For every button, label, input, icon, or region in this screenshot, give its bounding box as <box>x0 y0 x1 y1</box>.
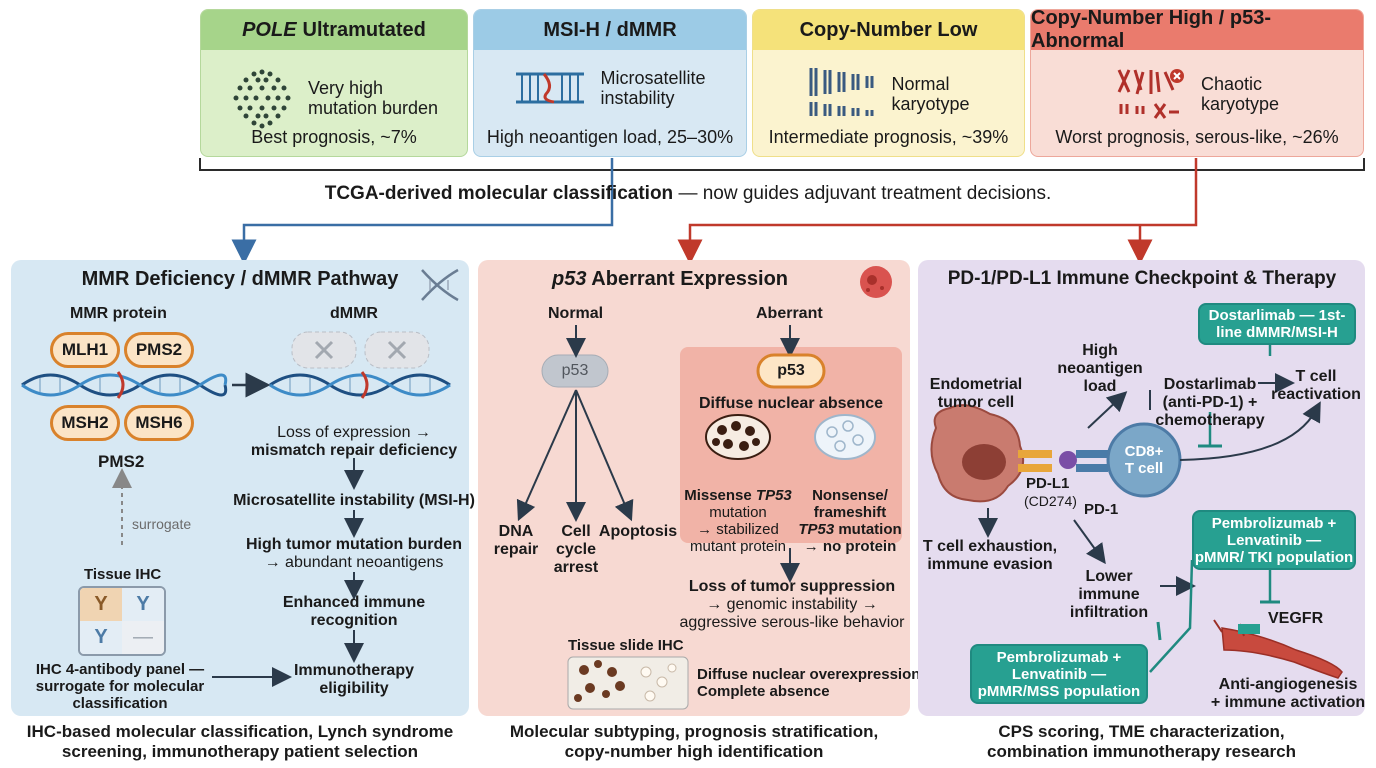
antibody-icon: Y <box>122 588 164 621</box>
lower-infiltration-label: Lower immune infiltration <box>1069 568 1149 621</box>
subtype-icon-text: Chaotic karyotype <box>1200 74 1280 114</box>
subtype-icon-text: Microsatellite instability <box>600 68 706 108</box>
loss-expression: Loss of expression → mismatch repair def… <box>250 424 458 459</box>
p53-aberrant-pill: p53 <box>777 362 805 379</box>
p53-footer: Molecular subtyping, prognosis stratific… <box>509 722 879 761</box>
immune-recognition: Enhanced immune recognition <box>282 594 426 629</box>
subtype-foot: High neoantigen load, 25–30% <box>486 127 734 147</box>
dna-ladder-icon <box>516 72 585 104</box>
subtype-title: POLE Ultramutated <box>201 10 467 50</box>
subtype-icon-text: Very high mutation burden <box>307 78 439 118</box>
high-neoantigen-label: High neoantigen load <box>1057 342 1143 395</box>
subtype-foot: Best prognosis, ~7% <box>251 127 417 147</box>
mmr-panel-title: MMR Deficiency / dMMR Pathway <box>81 268 399 290</box>
subtype-foot: Intermediate prognosis, ~39% <box>768 127 1009 147</box>
nonsense-text: Nonsense/ frameshift TP53 mutation → no … <box>798 487 902 555</box>
msi-text: Microsatellite instability (MSI-H) <box>233 492 475 509</box>
dostarlimab-first-line-box: Dostarlimab — 1st- line dMMR/MSI-H <box>1198 303 1356 345</box>
subtype-card-cnl: Copy-Number Low Normal karyotype Interme… <box>752 9 1025 157</box>
protein-msh6: MSH6 <box>124 405 194 441</box>
pdl1-label: PD-L1 <box>1026 475 1070 492</box>
subtype-foot: Worst prognosis, serous-like, ~26% <box>1055 127 1339 147</box>
antibody-negative-icon: — <box>122 621 164 654</box>
pd1-footer: CPS scoring, TME characterization, combi… <box>987 722 1296 761</box>
anti-angiogenesis-label: Anti-angiogenesis + immune activation <box>1210 676 1366 711</box>
karyotype-chaotic-icon <box>1117 69 1184 119</box>
p53-normal-pill: p53 <box>561 362 589 379</box>
outcome-apoptosis: Apoptosis <box>598 523 678 540</box>
p53-panel-title: p53 Aberrant Expression <box>551 268 789 290</box>
subtype-card-msi: MSI-H / dMMR Microsatellite instability … <box>473 9 747 157</box>
outcome-dna-repair: DNA repair <box>493 523 539 558</box>
subtype-card-cnh: Copy-Number High / p53-Abnormal Chaotic … <box>1030 9 1364 157</box>
slide-text: Diffuse nuclear overexpression Complete … <box>697 666 921 700</box>
tissue-ihc-label: Tissue IHC <box>84 566 162 583</box>
reactivation-label: T cell reactivation <box>1271 368 1361 403</box>
tissue-slide-label: Tissue slide IHC <box>568 637 684 654</box>
subtype-title: MSI-H / dMMR <box>474 10 746 50</box>
aberrant-label: Aberrant <box>756 305 823 322</box>
combo-therapy-label: Dostarlimab (anti-PD-1) + chemotherapy <box>1155 376 1265 429</box>
protein-mlh1: MLH1 <box>50 332 120 368</box>
tmb-text: High tumor mutation burden → abundant ne… <box>246 536 462 571</box>
protein-pms2: PMS2 <box>124 332 194 368</box>
cd8-t-cell-label: CD8+ T cell <box>1124 443 1164 477</box>
subtype-icon-text: Normal karyotype <box>891 74 970 114</box>
outcome-cell-cycle: Cell cycle arrest <box>553 523 599 576</box>
dmmr-label: dMMR <box>330 305 378 322</box>
tumor-cell-label: Endometrial tumor cell <box>929 376 1023 411</box>
vegfr-label: VEGFR <box>1268 610 1324 627</box>
pembrolizumab-mss-box: Pembrolizumab + Lenvatinib — pMMR/MSS po… <box>970 644 1148 704</box>
pms2-label: PMS2 <box>98 452 145 471</box>
subtype-title: Copy-Number Low <box>753 10 1024 50</box>
pd1-label: PD-1 <box>1084 501 1119 518</box>
normal-label: Normal <box>548 305 604 322</box>
pd1-panel-title: PD-1/PD-L1 Immune Checkpoint & Therapy <box>947 268 1337 289</box>
mmr-footer: IHC-based molecular classification, Lync… <box>26 722 454 761</box>
pembrolizumab-tki-box: Pembrolizumab + Lenvatinib — pMMR/ TKI p… <box>1192 510 1356 570</box>
exhaustion-label: T cell exhaustion, immune evasion <box>922 538 1058 573</box>
surrogate-label: surrogate <box>132 516 192 532</box>
mmr-protein-label: MMR protein <box>70 305 167 322</box>
subtype-title: Copy-Number High / p53-Abnormal <box>1031 10 1363 52</box>
classification-caption: TCGA-derived molecular classification — … <box>324 183 1052 204</box>
diffuse-nuclear-absence: Diffuse nuclear absence <box>698 395 884 412</box>
subtype-card-pole: POLE Ultramutated Very high mutation bur… <box>200 9 468 157</box>
protein-msh2: MSH2 <box>50 405 120 441</box>
antibody-positive-icon: Y <box>80 588 122 621</box>
mutation-dots-icon <box>233 69 291 129</box>
immunotherapy-eligibility: Immunotherapy eligibility <box>293 662 414 697</box>
ihc-panel-grid: Y Y Y — <box>78 586 166 656</box>
loss-tumor-suppression: Loss of tumor suppression → genomic inst… <box>679 578 905 631</box>
cd274-label: (CD274) <box>1024 493 1077 509</box>
missense-text: Missense TP53 mutation → stabilized muta… <box>684 487 792 555</box>
karyotype-normal-icon <box>809 68 874 116</box>
ihc-panel-text: IHC 4-antibody panel — surrogate for mol… <box>35 661 205 712</box>
antibody-icon: Y <box>80 621 122 654</box>
